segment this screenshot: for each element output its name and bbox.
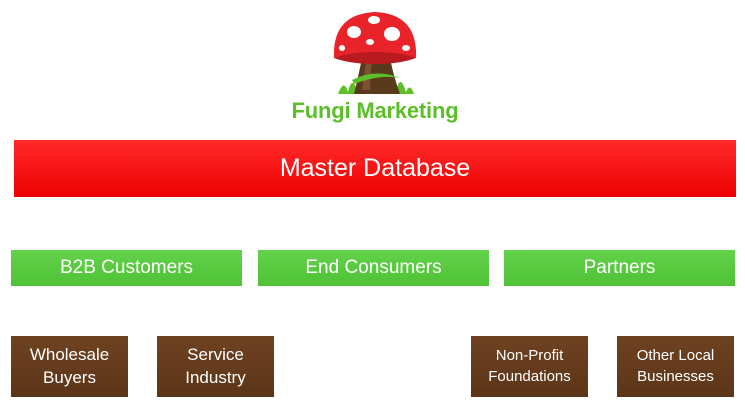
segment-b2b-customers: B2B Customers: [11, 250, 242, 286]
segment-partners: Partners: [504, 250, 735, 286]
master-database-box: Master Database: [14, 140, 736, 197]
subsegment-wholesale-buyers: Wholesale Buyers: [11, 336, 128, 397]
mushroom-icon: [333, 12, 417, 94]
fungi-marketing-logo: Fungi Marketing: [290, 8, 460, 126]
segment-end-consumers: End Consumers: [258, 250, 489, 286]
subsegment-other-local-businesses: Other Local Businesses: [617, 336, 734, 397]
logo-text: Fungi Marketing: [291, 98, 459, 123]
subsegment-non-profit-foundations: Non-Profit Foundations: [471, 336, 588, 397]
subsegment-service-industry: Service Industry: [157, 336, 274, 397]
